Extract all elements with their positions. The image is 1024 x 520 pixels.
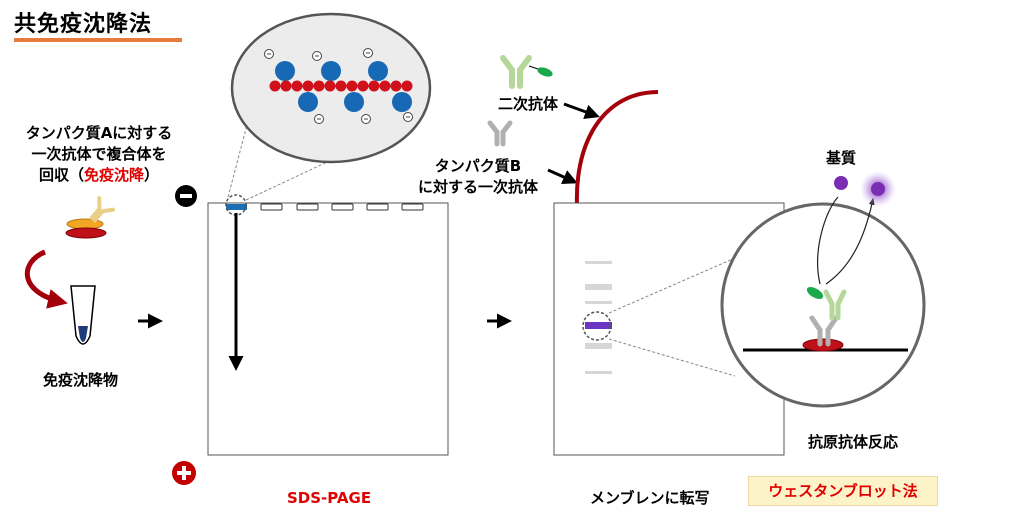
secondary-antibody-icon — [500, 55, 553, 89]
title-underline — [14, 38, 182, 42]
substrate-label: 基質 — [826, 149, 857, 167]
precipitate-label: 免疫沈降物 — [43, 371, 119, 389]
zoom-line — [227, 124, 248, 198]
target-band — [585, 322, 612, 329]
primary-antibody-b-line-1: タンパク質B — [434, 157, 522, 175]
zoom-line — [608, 257, 736, 314]
sample-wells — [260, 203, 424, 211]
arrow-right-icon — [563, 102, 600, 119]
antigen-antibody-zoom — [720, 196, 926, 408]
antigen-antibody-reaction-label: 抗原抗体反応 — [808, 433, 899, 451]
description-suffix: ） — [144, 166, 160, 184]
description-prefix: 回収（ — [38, 166, 84, 184]
membrane-bands — [585, 261, 612, 374]
immunoprecipitation-highlight: 免疫沈降 — [83, 166, 144, 184]
negative-electrode-icon — [175, 185, 197, 207]
curved-arrow-icon — [24, 249, 68, 309]
western-blot-badge: ウェスタンブロット法 — [748, 476, 938, 506]
sds-protein-zoom — [230, 12, 432, 164]
positive-electrode-icon — [172, 461, 196, 485]
description-line-2: 一次抗体で複合体を — [31, 145, 167, 163]
primary-antibody-b-icon — [487, 120, 513, 147]
arrow-right-icon — [547, 168, 578, 184]
sds-page-label: SDS-PAGE — [287, 489, 372, 507]
highlight-circle — [582, 311, 612, 341]
product-molecule — [871, 182, 885, 196]
immunoprecipitation-description: タンパク質Aに対する 一次抗体で複合体を 回収（免疫沈降） — [8, 123, 190, 186]
membrane-transfer-label: メンブレンに転写 — [590, 489, 710, 507]
substrate-molecule — [834, 176, 848, 190]
sample-well-loaded — [226, 204, 247, 210]
primary-antibody-b-line-2: に対する一次抗体 — [417, 178, 538, 196]
tube-icon — [70, 285, 96, 345]
secondary-antibody-label: 二次抗体 — [498, 95, 559, 113]
description-line-1: タンパク質Aに対する — [25, 124, 173, 142]
sds-page-gel — [207, 202, 449, 456]
page-title: 共免疫沈降法 — [14, 12, 153, 37]
primary-antibody-b-label: タンパク質B に対する一次抗体 — [398, 156, 558, 198]
antibody-complex-icon — [65, 196, 116, 239]
zoom-line — [608, 338, 736, 377]
description-line-3: 回収（免疫沈降） — [8, 165, 190, 186]
